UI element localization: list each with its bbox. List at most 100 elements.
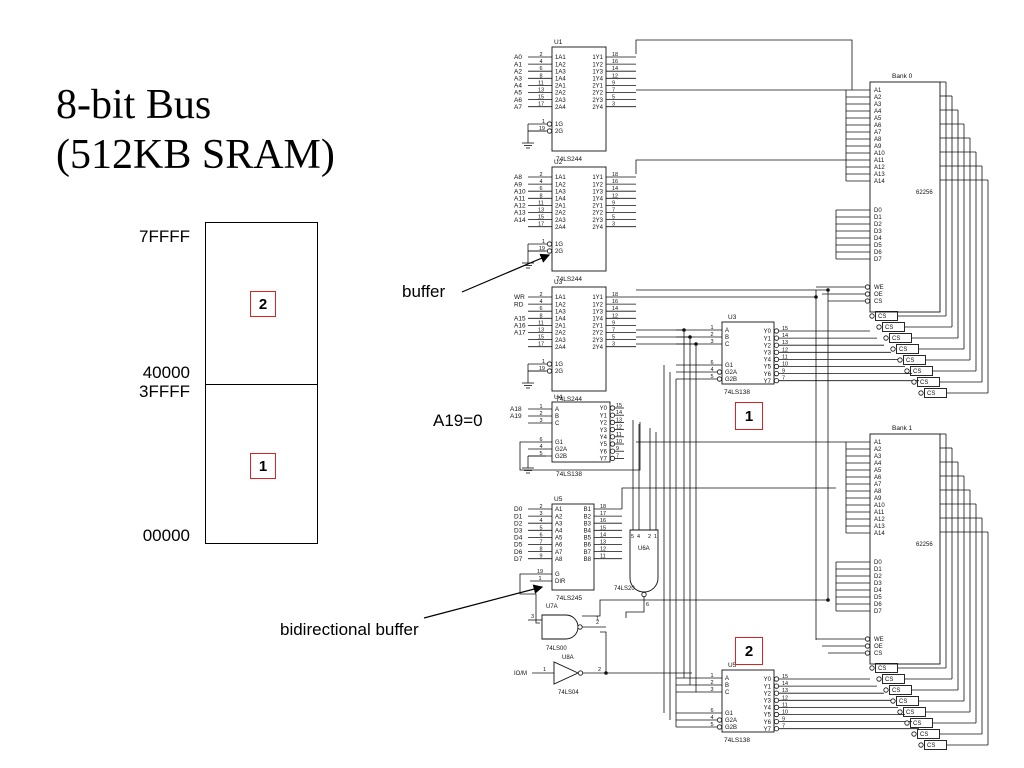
dec_top-pin-number: 4 xyxy=(710,367,713,373)
u5-enable-feedback xyxy=(519,573,540,624)
u3-pin-number: 12 xyxy=(612,313,618,319)
u3-pin-label: 2A4 xyxy=(555,345,566,351)
bank1-pin-label: A6 xyxy=(874,475,882,481)
u2-pin-label: 1A4 xyxy=(555,197,566,203)
u7a-ref: U7A xyxy=(546,604,558,610)
u5-pin-number: 12 xyxy=(600,547,606,553)
u2-input-label: A13 xyxy=(514,210,526,217)
inversion-bubble xyxy=(918,390,924,396)
u4-pin-number: 7 xyxy=(616,453,619,459)
bank1-cs-label: CS xyxy=(892,688,900,694)
dec_bottom-pin-number: 5 xyxy=(710,722,713,728)
dec_top-pin-label: Y6 xyxy=(764,372,772,378)
inversion-bubble xyxy=(773,726,780,732)
u3-pin-label: 2G xyxy=(555,369,563,375)
dec_top-ref: U3 xyxy=(728,314,737,321)
u3-pin-number: 6 xyxy=(539,306,542,312)
u2-pin-number: 4 xyxy=(539,179,542,185)
inversion-bubble xyxy=(876,324,882,330)
dec_top-pin-number: 7 xyxy=(782,376,785,382)
dec_top-pin-label: B xyxy=(725,335,729,341)
u4-pin-label: C xyxy=(555,421,560,427)
dec_bottom-pin-number: 13 xyxy=(782,688,788,694)
u4-pin-label: Y7 xyxy=(600,457,608,463)
u2-pin-number: 19 xyxy=(539,246,545,252)
u1-pin-label: 2A4 xyxy=(555,105,566,111)
bank0-pin-label: A3 xyxy=(874,102,882,108)
bank0-cs-label: CS xyxy=(913,369,921,375)
u3-pin-number: 14 xyxy=(612,306,618,312)
u1-chip xyxy=(551,46,607,152)
u4-enable-feedback xyxy=(519,422,641,471)
u7a-nand-gate xyxy=(541,614,579,640)
u3-pin-label: 2A3 xyxy=(555,338,566,344)
dec_top-pin-label: Y2 xyxy=(764,343,772,349)
bank0-cs-label: CS xyxy=(899,347,907,353)
u1-pin-number: 11 xyxy=(538,80,544,86)
dec_bottom-pin-label: Y2 xyxy=(764,691,772,697)
a19-callout: A19=0 xyxy=(433,411,483,430)
u5-pin-number: 2 xyxy=(539,504,542,510)
dec_bottom-pin-number: 2 xyxy=(710,680,713,686)
bank1-cs-label: CS xyxy=(927,743,935,749)
dec_top-pin-label: Y4 xyxy=(764,358,772,364)
inversion-bubble xyxy=(716,376,723,382)
inversion-bubble xyxy=(864,650,871,656)
dec_bottom-pin-label: Y0 xyxy=(764,677,772,683)
u4-pin-number: 13 xyxy=(616,417,622,423)
inversion-bubble xyxy=(864,291,871,297)
u8a-pin-number: 1 xyxy=(543,667,546,673)
u1-input-label: A1 xyxy=(514,61,522,68)
slide-title: 8-bit Bus (512KB SRAM) xyxy=(56,80,335,180)
bank1-pin-label: WE xyxy=(874,637,884,643)
u2-pin-label: 1A3 xyxy=(555,189,566,195)
u1-address-bus xyxy=(635,39,853,90)
u8a-to-nand xyxy=(600,631,607,673)
u3-pin-label: 1A1 xyxy=(555,295,566,301)
bank1-pin-label: A1 xyxy=(874,440,882,446)
u1-input-label: A7 xyxy=(514,104,522,111)
u4-pin-label: Y0 xyxy=(600,406,608,412)
u3-pin-number: 8 xyxy=(539,313,542,319)
inversion-bubble xyxy=(773,335,780,341)
u1-pin-label: 1A3 xyxy=(555,69,566,75)
u4-pin-label: G1 xyxy=(555,440,564,446)
u7a-pin-number: 1 xyxy=(596,616,599,622)
dec_bottom-pin-label: Y7 xyxy=(764,727,772,733)
u4-pin-number: 6 xyxy=(539,437,542,443)
u5-pin-number: 6 xyxy=(539,532,542,538)
bank0-pin-label: OE xyxy=(874,292,883,298)
dec_top-pin-number: 9 xyxy=(782,369,785,375)
u3-pin-label: 2A2 xyxy=(555,331,566,337)
decoder-2-tag: 2 xyxy=(735,637,763,665)
u2-input-label: A8 xyxy=(514,174,522,181)
u3-input-label: RD xyxy=(514,301,524,308)
bank0-pin-label: A9 xyxy=(874,144,882,150)
u5-pin-label: DIR xyxy=(555,579,566,585)
u2-part: 74LS244 xyxy=(556,276,582,283)
dec_top-pin-label: Y5 xyxy=(764,365,772,371)
bank0-pin-label: A14 xyxy=(874,179,885,185)
addr-3ffff: 3FFFF xyxy=(139,382,190,401)
inversion-bubble xyxy=(773,683,780,689)
u6a-pin-number: 5 xyxy=(631,534,634,540)
bank0-pin-label: A13 xyxy=(874,172,885,178)
inversion-bubble xyxy=(864,298,871,304)
title-line-1: 8-bit Bus xyxy=(56,82,212,128)
u5-pin-label: A1 xyxy=(555,507,563,513)
dec_bottom-pin-label: Y4 xyxy=(764,706,772,712)
bank1-pin-label: D2 xyxy=(874,574,882,580)
dec_top-pin-label: G2A xyxy=(725,370,737,376)
bank0-pin-label: D0 xyxy=(874,208,882,214)
u1-pin-label: 1A4 xyxy=(555,77,566,83)
u2-input-label: A14 xyxy=(514,217,526,224)
u5-pin-label: A5 xyxy=(555,536,563,542)
bank0-pin-label: A8 xyxy=(874,137,882,143)
u3-pin-number: 2 xyxy=(539,292,542,298)
u1-pin-label: 2G xyxy=(555,129,563,135)
u2-pin-label: 2Y4 xyxy=(592,225,603,231)
u2-pin-label: 2A4 xyxy=(555,225,566,231)
inversion-bubble xyxy=(883,335,889,341)
u5-pin-label: B1 xyxy=(584,507,592,513)
u2-pin-label: 2Y1 xyxy=(592,204,603,210)
